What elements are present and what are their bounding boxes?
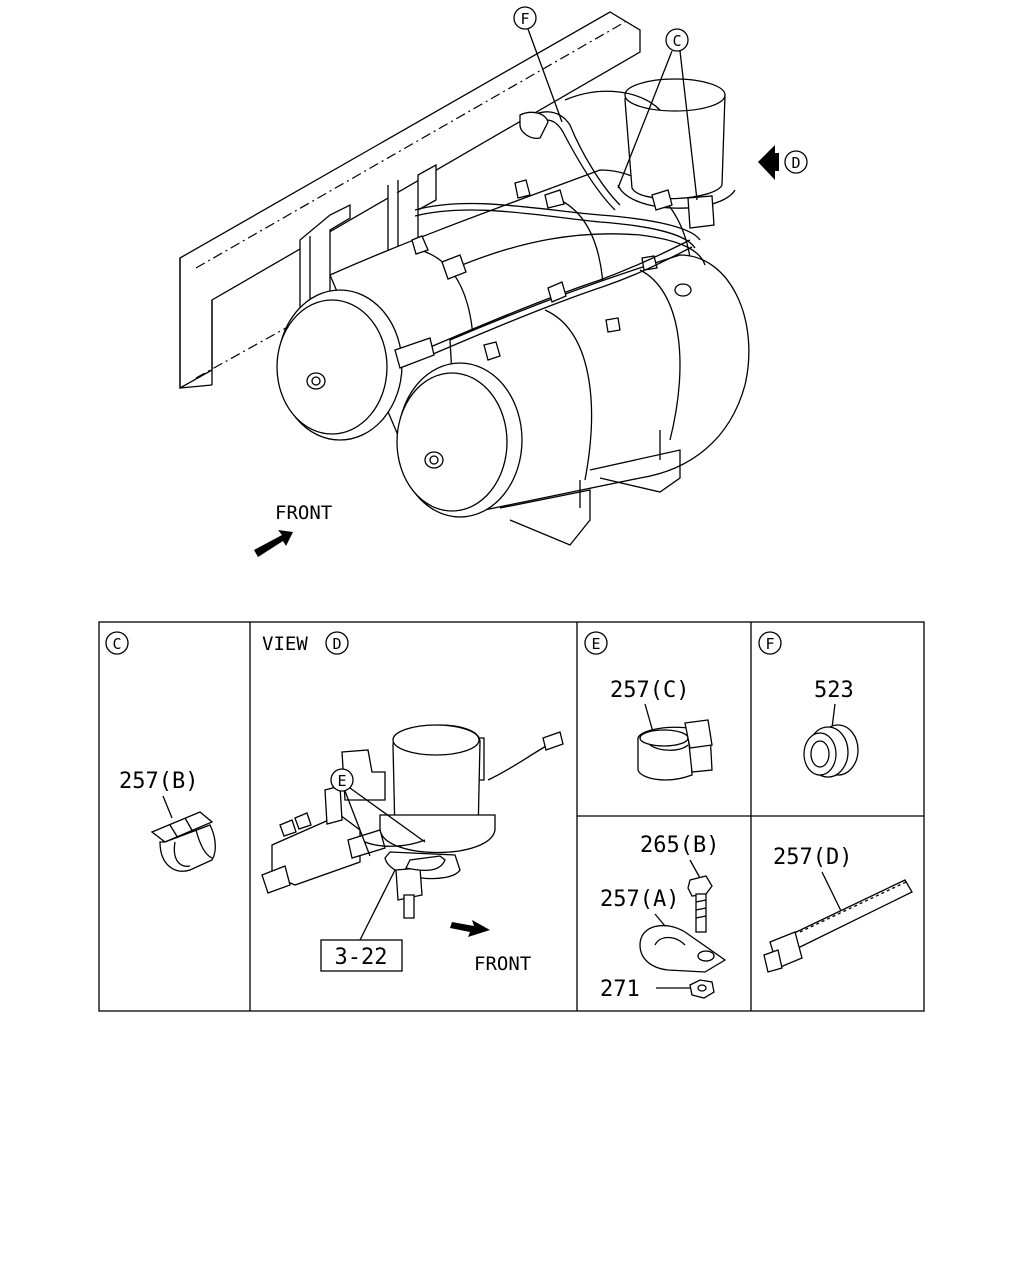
panel-f-part-label: 523 bbox=[814, 678, 854, 703]
hoses-and-wiring bbox=[394, 90, 706, 369]
nut-271-icon bbox=[689, 979, 715, 999]
view-d-front-label: FRONT bbox=[474, 953, 531, 975]
cross-members bbox=[499, 430, 681, 546]
front-arrow-icon bbox=[254, 530, 293, 557]
callout-c: C bbox=[617, 28, 698, 201]
panel-e: E 257(C) bbox=[584, 631, 713, 781]
part-257d-label: 257(D) bbox=[773, 845, 852, 870]
callout-d-label: D bbox=[791, 154, 800, 172]
panel-e-circle-label: E bbox=[591, 635, 600, 653]
panel-c-circle-label: C bbox=[112, 635, 121, 653]
view-d-e-callout: E bbox=[337, 772, 346, 790]
part-257a-label: 257(A) bbox=[600, 887, 679, 912]
part-265b-label: 265(B) bbox=[640, 833, 719, 858]
view-d-front-arrow-icon bbox=[450, 920, 490, 937]
air-tank-front bbox=[396, 254, 750, 518]
air-dryer-assembly bbox=[261, 724, 564, 919]
callout-c-label: C bbox=[672, 32, 681, 50]
front-label: FRONT bbox=[275, 502, 332, 524]
panel-f-circle-label: F bbox=[765, 635, 774, 653]
view-d-ref-box: 3-22 bbox=[335, 945, 388, 970]
view-d-arrow: D bbox=[758, 145, 808, 180]
front-indicator: FRONT bbox=[254, 502, 332, 557]
main-illustration: F C D FRONT bbox=[179, 6, 808, 557]
bolt-265b-icon bbox=[687, 875, 713, 933]
callout-f-label: F bbox=[520, 10, 529, 28]
view-d-circle-label: D bbox=[332, 635, 341, 653]
part-271-label: 271 bbox=[600, 977, 640, 1002]
view-d-text: VIEW bbox=[262, 633, 308, 655]
clip-257b-icon bbox=[150, 811, 216, 872]
air-dryer bbox=[617, 78, 736, 229]
clip-257c-icon bbox=[637, 719, 713, 781]
panel-c-part-label: 257(B) bbox=[119, 769, 198, 794]
panel-c: C 257(B) bbox=[105, 631, 216, 872]
detail-table bbox=[98, 621, 925, 1012]
panel-view-d: VIEW D E 3-22 bbox=[261, 631, 564, 975]
grommet-523-icon bbox=[803, 724, 859, 778]
panel-bolt-clamp: 265(B) 257(A) 271 bbox=[600, 833, 727, 1002]
panel-f: F 523 bbox=[758, 631, 859, 778]
callout-f: F bbox=[513, 6, 563, 123]
view-d-arrow-icon bbox=[758, 145, 775, 180]
clamp-257a-icon bbox=[639, 924, 727, 973]
panel-e-part-label: 257(C) bbox=[610, 678, 689, 703]
cable-tie-257d-icon bbox=[763, 879, 913, 973]
panel-cable-tie: 257(D) bbox=[763, 845, 913, 973]
